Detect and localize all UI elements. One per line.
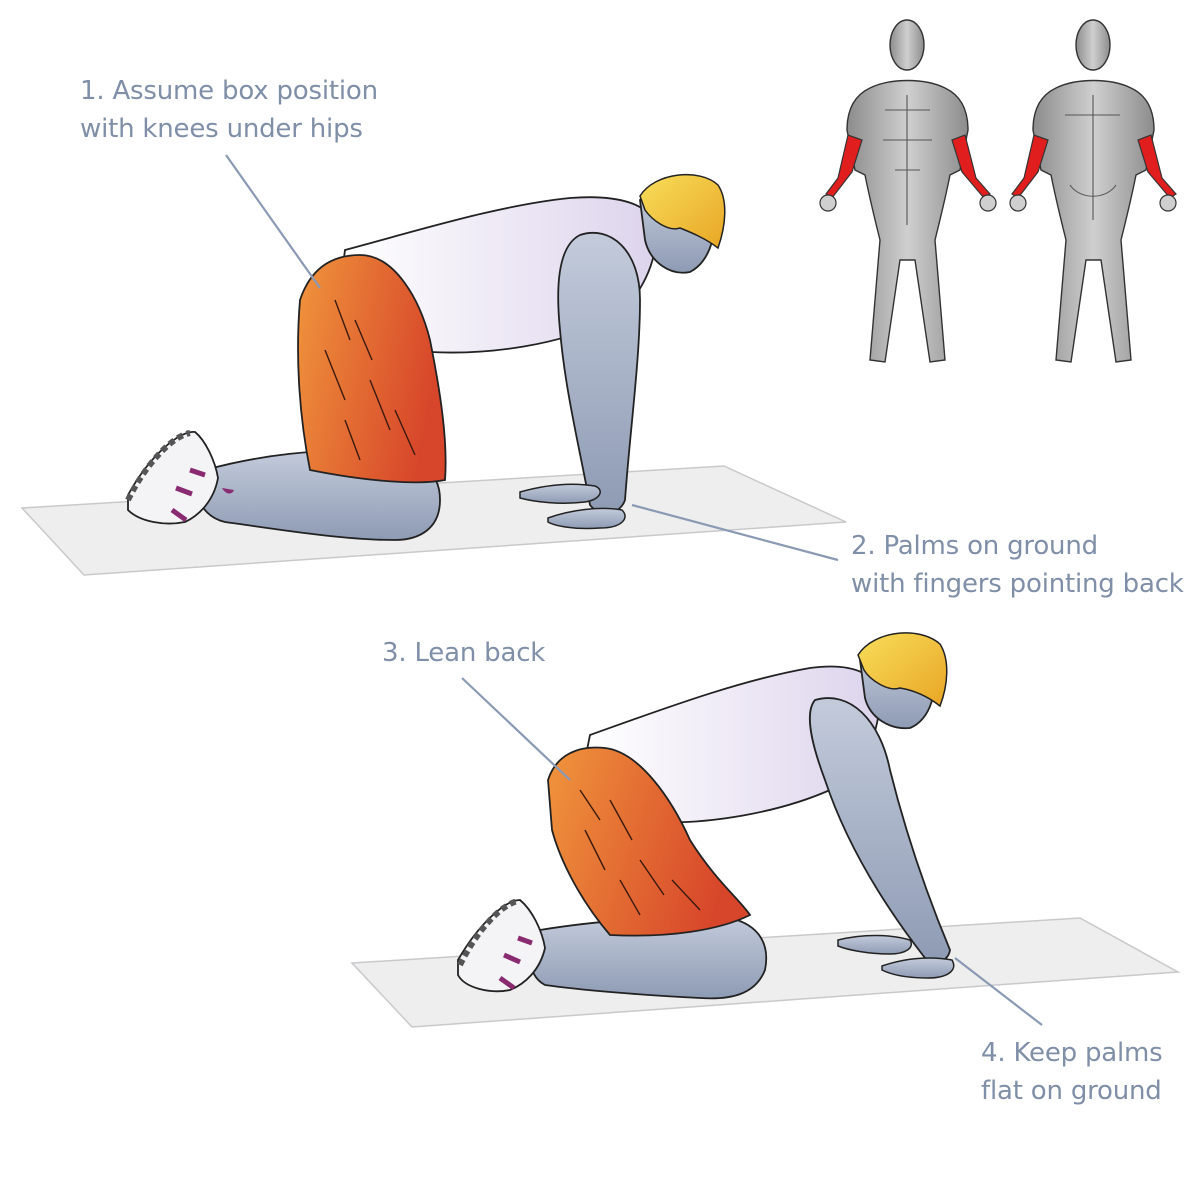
- shorts: [297, 254, 447, 484]
- leader-line-3: [461, 677, 571, 781]
- exercise-mat: [350, 917, 1181, 1028]
- step-4-line-2: flat on ground: [981, 1076, 1162, 1106]
- arm: [557, 232, 641, 514]
- step-3-label: 3. Lean back: [382, 634, 545, 672]
- muscle-map-back-icon: [1009, 19, 1177, 363]
- hair: [639, 173, 726, 250]
- step-3-line-1: 3. Lean back: [382, 638, 546, 668]
- leader-line-4: [954, 957, 1043, 1026]
- arm: [808, 697, 951, 963]
- hand: [837, 934, 912, 955]
- shorts: [547, 746, 752, 937]
- step-1-line-2: with knees under hips: [80, 114, 363, 144]
- step-2-label: 2. Palms on ground with fingers pointing…: [851, 527, 1184, 603]
- leader-line-2: [631, 503, 839, 562]
- step-4-line-1: 4. Keep palms: [981, 1038, 1163, 1068]
- step-2-line-1: 2. Palms on ground: [851, 531, 1098, 561]
- shoe: [457, 899, 546, 993]
- figure-box-position: [20, 173, 847, 576]
- leader-lines: [225, 154, 1043, 1026]
- step-4-label: 4. Keep palms flat on ground: [981, 1034, 1163, 1110]
- hair: [857, 632, 948, 708]
- leader-line-1: [225, 154, 321, 289]
- step-1-line-1: 1. Assume box position: [80, 76, 378, 106]
- step-1-label: 1. Assume box position with knees under …: [80, 72, 378, 148]
- figure-lean-back: [350, 632, 1181, 1028]
- hand: [519, 483, 601, 504]
- muscle-map-front-icon: [819, 19, 997, 363]
- step-2-line-2: with fingers pointing back: [851, 569, 1184, 599]
